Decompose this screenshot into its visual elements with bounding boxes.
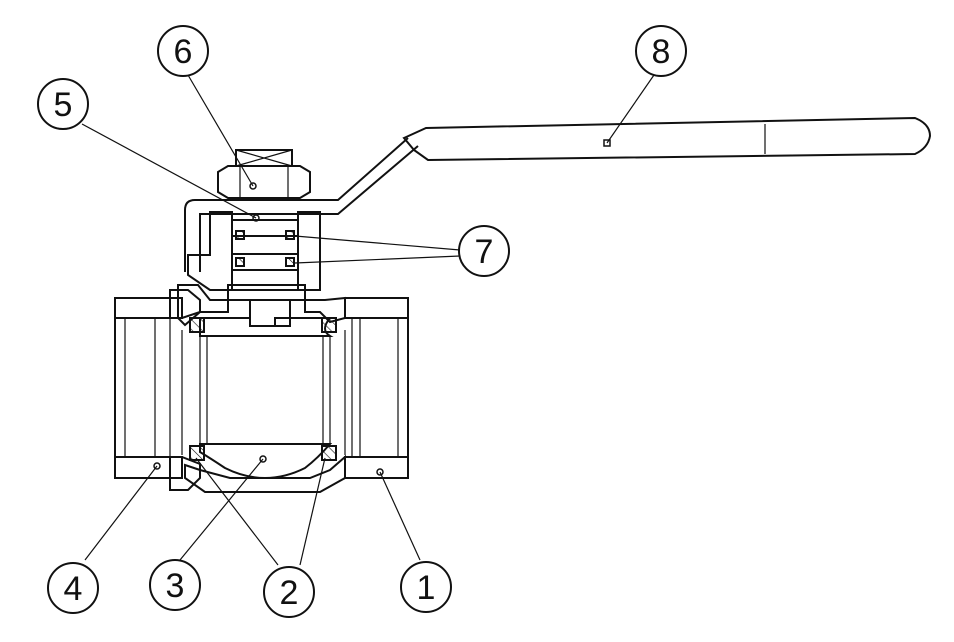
callout-7-label: 7 (475, 233, 494, 271)
ball (199, 317, 334, 479)
right-body-end (344, 297, 409, 479)
callout-5: 5 (37, 78, 89, 130)
handle-plate-and-nut (184, 137, 419, 272)
callout-6: 6 (157, 25, 209, 77)
callout-4-label: 4 (64, 570, 83, 608)
valve-body (177, 284, 346, 493)
callout-1-label: 1 (417, 569, 436, 607)
lever-handle (402, 116, 932, 162)
callout-2-label: 2 (280, 574, 299, 612)
callout-2: 2 (263, 566, 315, 618)
left-end-cap (114, 289, 201, 491)
callout-6-label: 6 (174, 33, 193, 71)
callout-5-label: 5 (54, 86, 73, 124)
callout-1: 1 (400, 561, 452, 613)
callout-8: 8 (635, 25, 687, 77)
callout-3: 3 (149, 559, 201, 611)
callout-4: 4 (47, 562, 99, 614)
callout-7: 7 (458, 225, 510, 277)
callout-3-label: 3 (166, 567, 185, 605)
callout-8-label: 8 (652, 33, 671, 71)
seats (189, 317, 337, 461)
stem-and-gland (187, 211, 321, 327)
leader-lines (81, 74, 655, 566)
